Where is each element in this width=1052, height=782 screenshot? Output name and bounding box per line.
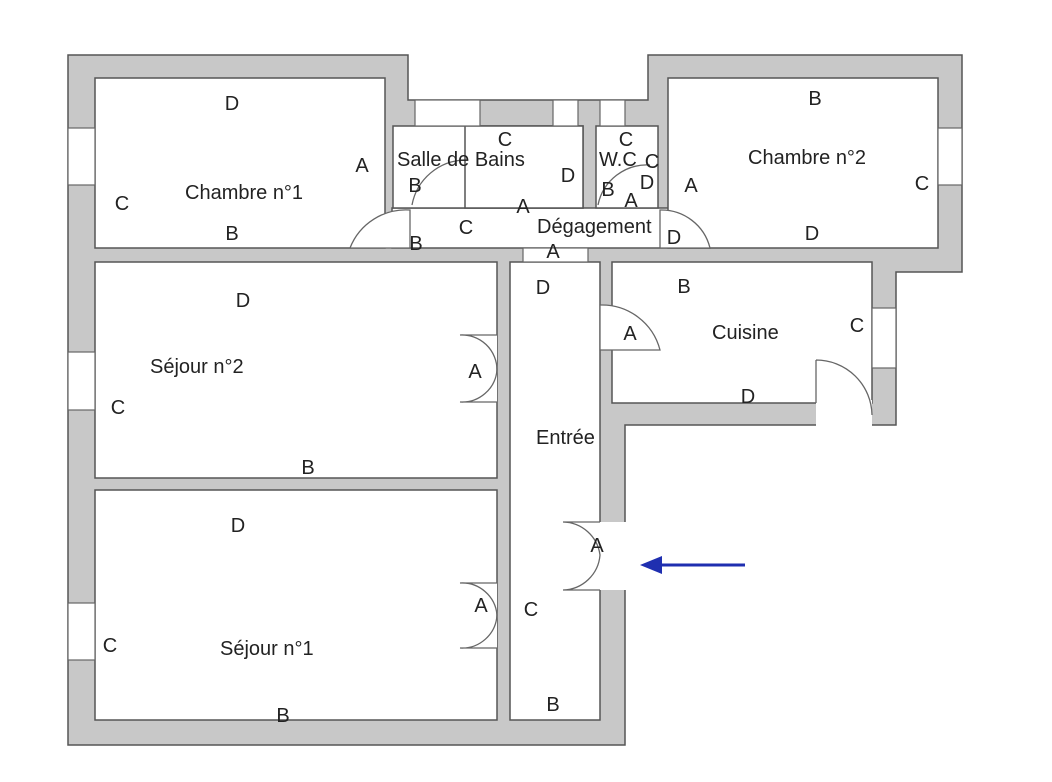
wall-letter: D xyxy=(236,290,250,312)
door xyxy=(597,164,651,206)
wall-letter: A xyxy=(590,535,604,557)
room-sejour1 xyxy=(94,489,498,721)
wall-letter: B xyxy=(546,694,559,716)
wall-letter: A xyxy=(516,196,530,218)
room-chambre2 xyxy=(667,77,939,249)
wall-letter: B xyxy=(408,175,421,197)
door xyxy=(411,159,466,206)
wall-letter: C xyxy=(915,173,929,195)
wall-letter: A xyxy=(623,323,637,345)
wall-letter: B xyxy=(601,179,614,201)
room-sejour2 xyxy=(94,261,498,479)
window xyxy=(871,307,897,369)
wall-letter: C xyxy=(111,397,125,419)
room-label: Séjour n°2 xyxy=(150,356,244,378)
window xyxy=(67,602,96,661)
bathtub xyxy=(464,125,584,209)
wall-letter: C xyxy=(498,129,512,151)
wall-letter: C xyxy=(103,635,117,657)
room-chambre1 xyxy=(94,77,386,249)
room-label: Séjour n°1 xyxy=(220,638,314,660)
door xyxy=(349,209,411,249)
room-label: W.C xyxy=(599,149,637,171)
wall-letter: D xyxy=(741,386,755,408)
window xyxy=(414,99,481,127)
room-cuisine xyxy=(611,261,873,404)
room-label: Chambre n°2 xyxy=(748,147,866,169)
door xyxy=(459,582,498,649)
window xyxy=(599,99,626,127)
door xyxy=(659,209,711,249)
arrow-left-icon xyxy=(640,556,745,574)
wall-letter: D xyxy=(536,277,550,299)
wall-letter: A xyxy=(468,361,482,383)
wall-letter: A xyxy=(474,595,488,617)
wall-letter: C xyxy=(645,151,659,173)
wall-letter: D xyxy=(667,227,681,249)
door xyxy=(599,304,661,351)
room-label: Salle de Bains xyxy=(397,149,525,171)
wall-letter: A xyxy=(546,241,560,263)
door xyxy=(815,359,873,416)
room-label: Chambre n°1 xyxy=(185,182,303,204)
wall-letter: B xyxy=(808,88,821,110)
wall-letter: D xyxy=(805,223,819,245)
door xyxy=(562,521,601,591)
wall-letter: A xyxy=(684,175,698,197)
wall-letter: B xyxy=(276,705,289,727)
wall-letter: A xyxy=(355,155,369,177)
room-entree xyxy=(509,261,601,721)
wall-letter: D xyxy=(225,93,239,115)
wall-letter: C xyxy=(115,193,129,215)
wall-letter: C xyxy=(850,315,864,337)
wall-letter: A xyxy=(624,190,638,212)
entrance-door-gap xyxy=(598,522,626,590)
room-label: Cuisine xyxy=(712,322,779,344)
wall-letter: B xyxy=(677,276,690,298)
wall-letter: B xyxy=(225,223,238,245)
wall-letter: B xyxy=(301,457,314,479)
wall-letter: D xyxy=(640,172,654,194)
window xyxy=(552,99,579,127)
wall-letter: C xyxy=(619,129,633,151)
room-label: Entrée xyxy=(536,427,595,449)
wall-letter: D xyxy=(231,515,245,537)
window xyxy=(67,351,96,411)
wall-letter: C xyxy=(459,217,473,239)
wall-letter: C xyxy=(524,599,538,621)
room-label: Dégagement xyxy=(537,216,652,238)
window xyxy=(937,127,963,186)
wall-letter: D xyxy=(561,165,575,187)
window xyxy=(67,127,96,186)
door xyxy=(459,334,498,403)
window xyxy=(522,247,589,263)
wall-letter: B xyxy=(409,233,422,255)
